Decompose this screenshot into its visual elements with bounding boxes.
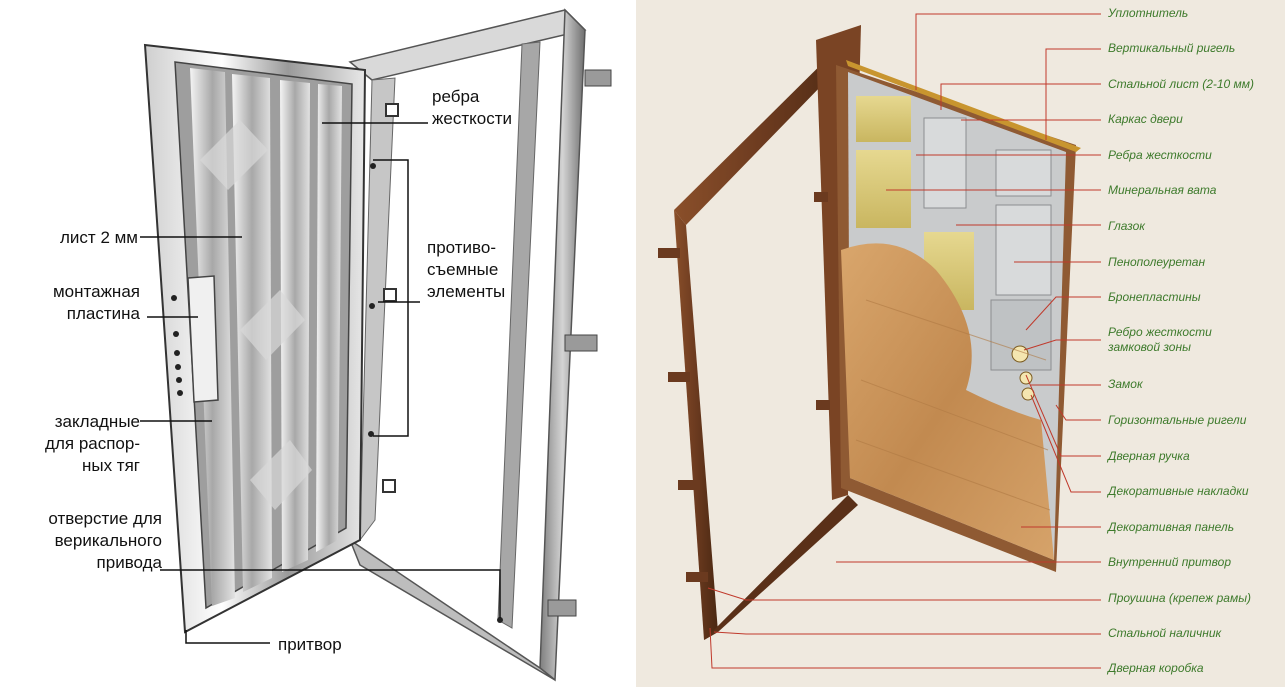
label-peephole: Глазок — [1108, 219, 1145, 233]
label-steel-sheet: Стальной лист (2-10 мм) — [1108, 77, 1254, 91]
door-box-frame — [658, 25, 861, 640]
label-mounting-plate: монтажная пластина — [52, 282, 140, 323]
label-decor-panel: Декоративная панель — [1108, 520, 1234, 534]
label-door-frame: Каркас двери — [1108, 112, 1183, 126]
label-ribs-stiffness: ребра жесткости — [432, 87, 512, 128]
label-steel-casing: Стальной наличник — [1108, 626, 1222, 640]
label-inner-rebate: Внутренний притвор — [1108, 555, 1231, 569]
door-cutaway-illustration — [658, 13, 1101, 669]
label-decor-overlays: Декоративные накладки — [1108, 484, 1249, 498]
label-ribs: Ребра жесткости — [1108, 148, 1212, 162]
steel-door-illustration — [140, 8, 612, 682]
label-door-box: Дверная коробка — [1108, 661, 1204, 675]
label-sheet: лист 2 мм — [60, 228, 138, 247]
label-eyelet: Проушина (крепеж рамы) — [1108, 591, 1252, 605]
right-leader-lines — [707, 13, 1101, 669]
label-hole: отверстие для верикального привода — [48, 509, 162, 572]
label-vertical-bolt: Вертикальный ригель — [1108, 41, 1236, 55]
door-leaf-cutaway — [836, 60, 1081, 572]
label-embedded: закладные для распор- ных тяг — [45, 412, 140, 475]
label-lock-rib: Ребро жесткости замковой зоны — [1108, 325, 1212, 354]
door-frame — [348, 8, 612, 682]
label-seal: Уплотнитель — [1108, 6, 1189, 20]
right-diagram-panel: Уплотнитель Вертикальный ригель Стальной… — [636, 0, 1285, 687]
label-armor-plates: Бронепластины — [1108, 290, 1201, 304]
label-mineral-wool: Минеральная вата — [1108, 183, 1217, 197]
left-diagram-panel: ребра жесткости лист 2 мм монтажная плас… — [0, 0, 636, 687]
label-rebate: притвор — [278, 635, 342, 654]
left-leader-lines — [140, 122, 501, 644]
label-polyurethane: Пенополеуретан — [1108, 255, 1206, 269]
label-anti-removal: противо- съемные элементы — [427, 238, 506, 301]
label-lock: Замок — [1108, 377, 1143, 391]
label-door-handle: Дверная ручка — [1108, 449, 1190, 463]
door-leaf — [143, 43, 503, 634]
label-horizontal-bolts: Горизонтальные ригели — [1108, 413, 1247, 427]
